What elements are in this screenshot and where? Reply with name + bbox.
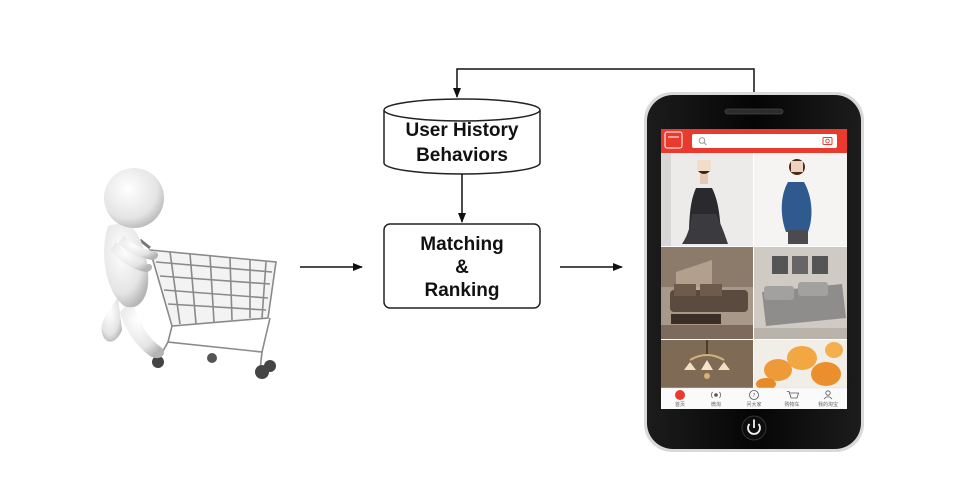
user-history-label: User History Behaviors: [384, 118, 540, 168]
shopper-figure: [101, 168, 277, 379]
user-history-line-1: User History: [405, 120, 519, 141]
product-tile-3[interactable]: [661, 247, 753, 339]
product-tile-5[interactable]: [661, 340, 753, 388]
user-history-database-node: [383, 98, 541, 175]
shopping-cart-icon: [139, 238, 277, 371]
speaker-slot: [724, 108, 784, 115]
app-logo-icon[interactable]: [664, 131, 683, 149]
product-tile-1[interactable]: [661, 153, 753, 246]
camera-icon[interactable]: [822, 137, 833, 145]
user-history-line-2: Behaviors: [416, 145, 508, 166]
nav-label-cart: 购物车: [784, 401, 799, 408]
cart-icon: [787, 391, 800, 399]
matching-ranking-label: Matching & Ranking: [384, 233, 540, 302]
power-icon: [747, 419, 761, 435]
home-icon: [675, 390, 685, 400]
bottom-nav-bar: [661, 388, 847, 409]
nav-item-cart[interactable]: 购物车: [784, 391, 800, 409]
nav-item-ask[interactable]: ? 问大家: [746, 390, 762, 409]
nav-item-home[interactable]: 首页: [675, 390, 685, 408]
nav-label-home: 首页: [675, 401, 685, 408]
question-icon: [749, 390, 759, 400]
nav-label-profile: 我的淘宝: [818, 401, 838, 408]
arrow-feedback-phone-to-history: [453, 68, 755, 98]
product-tile-6[interactable]: [754, 340, 847, 390]
nav-item-weitao[interactable]: 微淘: [711, 391, 721, 408]
search-icon: [698, 137, 707, 146]
nav-label-ask: 问大家: [746, 401, 761, 408]
matching-line-3: Ranking: [424, 280, 500, 301]
matching-ranking-node: [383, 223, 541, 309]
product-tile-2[interactable]: [754, 153, 847, 246]
power-button[interactable]: [741, 415, 767, 441]
matching-line-1: Matching: [420, 234, 504, 255]
smartphone: 首页 微淘 ? 问大家 购物车 我的淘宝: [644, 92, 864, 452]
product-tile-4[interactable]: [754, 247, 847, 339]
matching-line-2: &: [455, 257, 469, 278]
nav-item-profile[interactable]: 我的淘宝: [818, 390, 838, 408]
search-input[interactable]: [692, 134, 837, 148]
person-icon: [823, 390, 833, 400]
broadcast-icon: [711, 391, 721, 399]
nav-label-weitao: 微淘: [711, 401, 721, 408]
svg-text:?: ?: [753, 393, 756, 399]
